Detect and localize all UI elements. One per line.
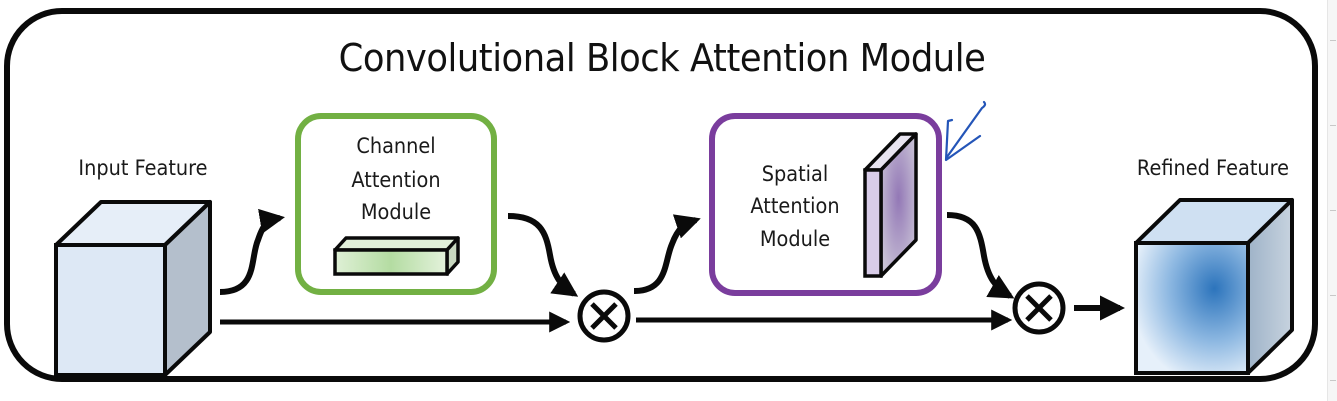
strip-tick [1330, 125, 1336, 126]
channel-module-line-3: Module [360, 200, 432, 224]
spatial-module-line-1: Spatial [761, 162, 829, 186]
strip-tick [1330, 40, 1336, 41]
diagram-title: Convolutional Block Attention Module [338, 36, 986, 80]
input-feature-label: Input Feature [78, 156, 208, 180]
hand-drawn-arrow-annotation [944, 100, 987, 162]
spatial-attention-map-icon [863, 132, 918, 278]
strip-tick [1330, 210, 1336, 211]
channel-module-line-2: Attention [351, 168, 441, 192]
spatial-module-line-3: Module [759, 227, 831, 251]
arrow-to-spatial [633, 214, 701, 294]
channel-attention-map-icon [333, 236, 460, 276]
arrow-channel-to-multiply [507, 213, 579, 297]
refined-feature-cube-icon [1134, 198, 1294, 375]
scrollbar-strip[interactable] [1327, 0, 1337, 401]
multiply-operator-1-icon [577, 289, 631, 343]
spatial-module-line-2: Attention [750, 194, 840, 218]
strip-tick [1330, 380, 1336, 381]
arrow-spatial-to-multiply [946, 212, 1015, 299]
arrow-to-channel [219, 208, 285, 295]
refined-feature-label: Refined Feature [1136, 156, 1290, 180]
input-feature-cube-icon [54, 200, 212, 377]
channel-module-line-1: Channel [356, 134, 436, 158]
strip-tick [1330, 295, 1336, 296]
multiply-operator-2-icon [1012, 281, 1066, 335]
